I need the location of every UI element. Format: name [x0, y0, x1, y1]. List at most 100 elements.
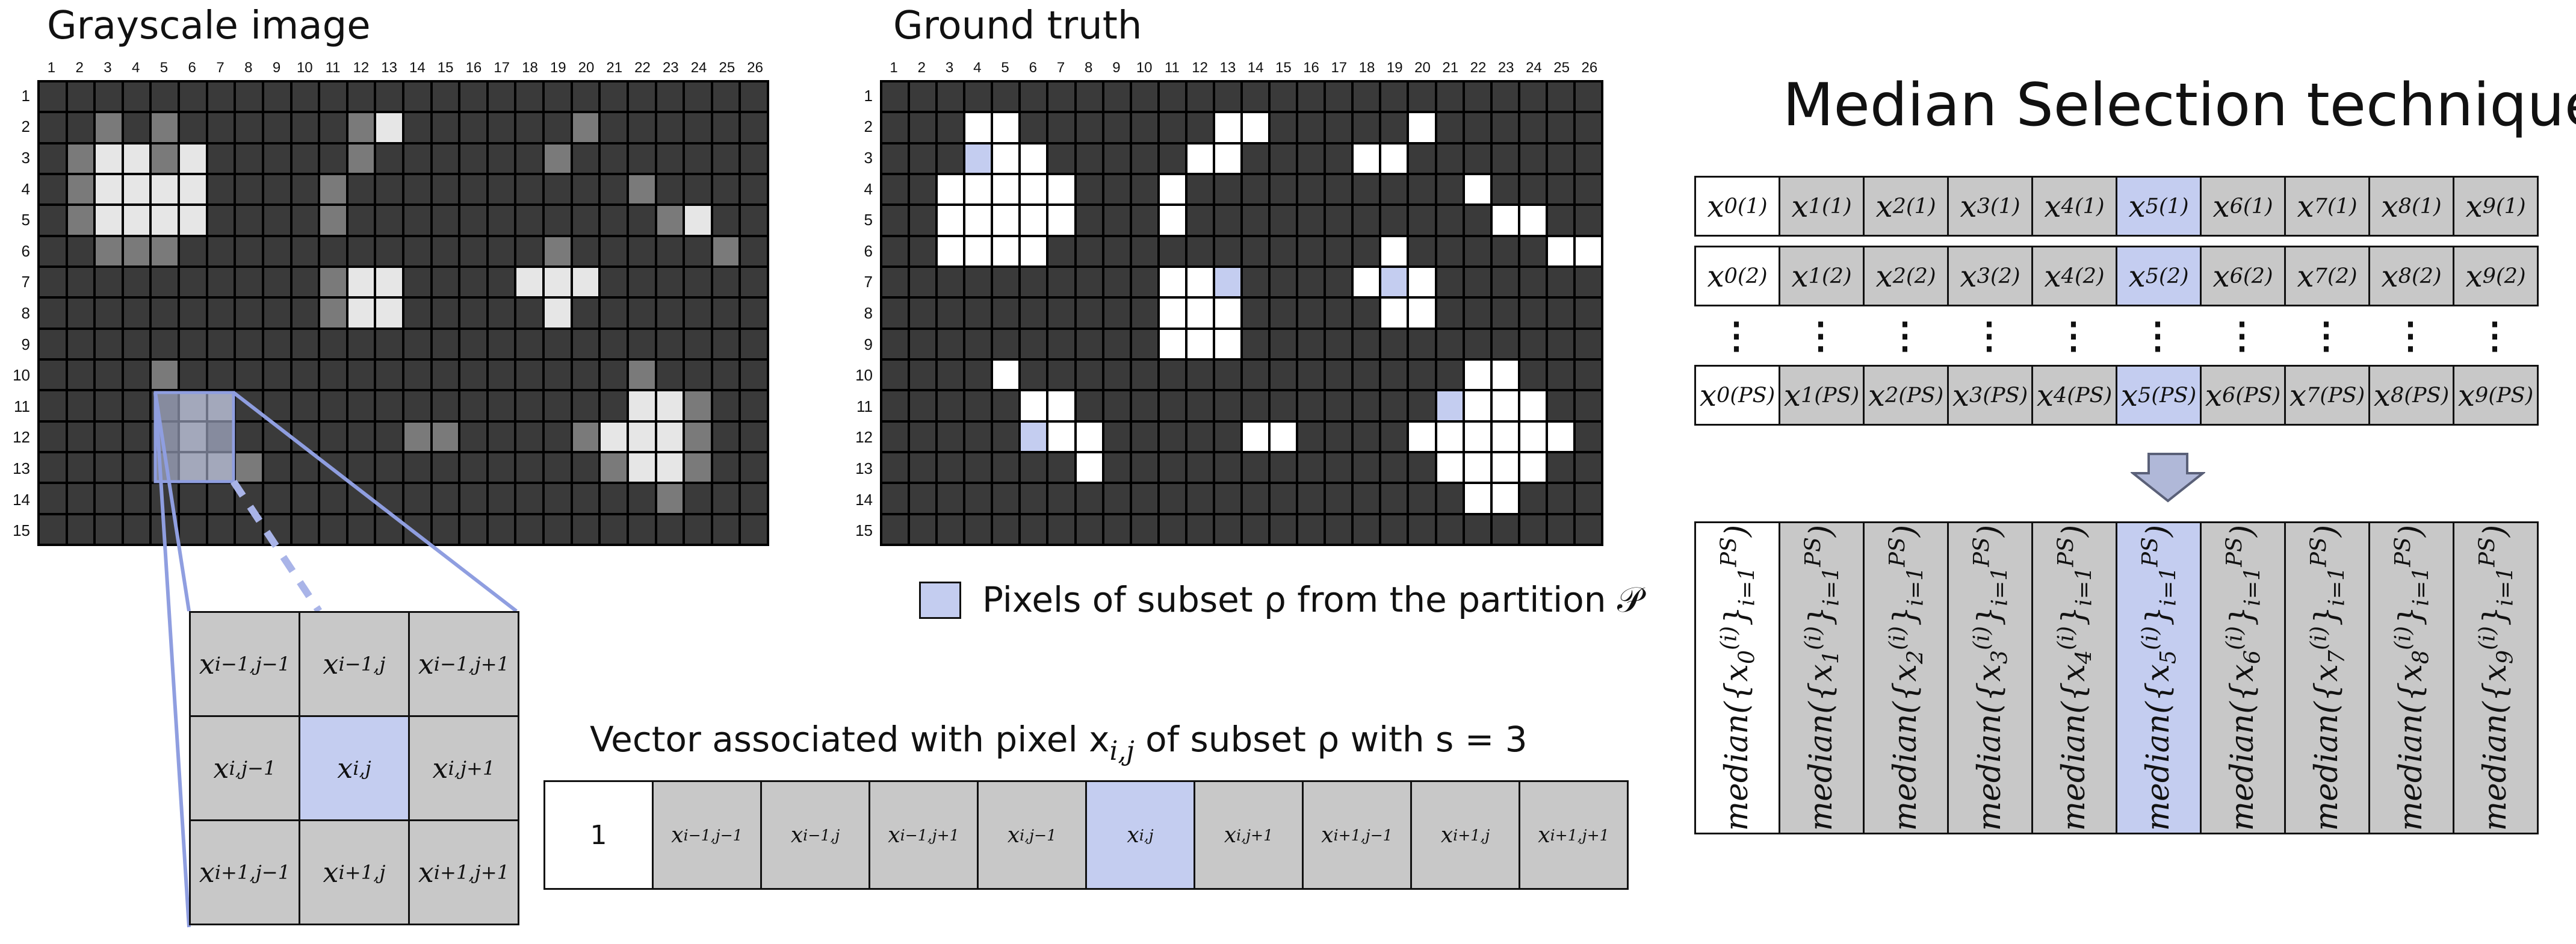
column-label: 4: [973, 60, 982, 76]
grid-cell: [965, 237, 991, 266]
grid-cell: [1520, 144, 1546, 173]
grid-cell: [628, 484, 655, 513]
grid-cell: [1271, 82, 1296, 111]
grid-cell: [1271, 515, 1296, 544]
grid-cell: [685, 484, 711, 513]
grid-cell: [516, 515, 543, 544]
row-label: 11: [14, 397, 30, 415]
grid-cell: [1437, 360, 1463, 390]
grid-cell: [1409, 82, 1435, 111]
grid-cell: [1520, 453, 1546, 482]
grid-cell: [180, 175, 206, 204]
grid-cell: [910, 422, 936, 451]
grid-cell: [1159, 144, 1185, 173]
grid-cell: [208, 175, 234, 204]
grid-cell: [67, 360, 94, 390]
ground-truth-title: Ground truth: [893, 4, 1142, 48]
grid-cell: [1271, 206, 1296, 235]
grid-cell: [993, 175, 1019, 204]
grid-cell: [1271, 267, 1296, 297]
grid-cell: [1159, 360, 1185, 390]
grid-cell: [460, 422, 486, 451]
grid-cell: [67, 422, 94, 451]
grid-cell: [1381, 422, 1407, 451]
grid-cell: [1298, 175, 1324, 204]
grid-cell: [657, 484, 683, 513]
grid-cell: [741, 206, 767, 235]
grid-cell: [516, 237, 543, 266]
grid-cell: [1243, 237, 1269, 266]
grid-cell: [460, 484, 486, 513]
column-label: 2: [917, 60, 926, 76]
grid-cell: [1575, 515, 1601, 544]
median-result-label: median({x9(i)}i=1PS): [2474, 524, 2518, 831]
grid-cell: [1298, 515, 1324, 544]
grid-cell: [1575, 484, 1601, 513]
grid-cell: [67, 144, 94, 173]
grid-cell: [965, 453, 991, 482]
column-label: 25: [1553, 60, 1570, 76]
grid-cell: [292, 267, 318, 297]
grid-cell: [1547, 360, 1573, 390]
grid-cell: [628, 299, 655, 328]
grid-cell: [1381, 175, 1407, 204]
grid-cell: [1076, 113, 1102, 142]
grid-cell: [628, 360, 655, 390]
grid-cell: [376, 82, 402, 111]
grid-cell: [545, 144, 571, 173]
grid-cell: [713, 113, 739, 142]
grid-cell: [40, 484, 66, 513]
grid-cell: [1243, 82, 1269, 111]
grid-cell: [123, 329, 150, 358]
grid-cell: [882, 453, 908, 482]
grid-cell: [40, 175, 66, 204]
grid-cell: [1492, 82, 1518, 111]
grid-cell: [40, 237, 66, 266]
grid-cell: [96, 329, 122, 358]
grid-cell: [938, 329, 964, 358]
grid-cell: [404, 237, 430, 266]
row-label: 12: [13, 428, 30, 447]
vertical-ellipsis: ⋮: [2308, 315, 2344, 356]
grid-cell: [180, 360, 206, 390]
row-label: 12: [855, 428, 873, 447]
grid-cell: [938, 175, 964, 204]
grid-cell: [376, 237, 402, 266]
grid-cell: [1021, 422, 1047, 451]
grid-cell: [1243, 391, 1269, 420]
grid-cell: [152, 206, 178, 235]
grid-cell: [40, 206, 66, 235]
grid-cell: [123, 360, 150, 390]
grid-cell: [460, 237, 486, 266]
grid-cell: [292, 175, 318, 204]
grid-cell: [1437, 515, 1463, 544]
grid-cell: [292, 206, 318, 235]
grid-cell: [96, 175, 122, 204]
grid-cell: [657, 422, 683, 451]
grid-cell: [208, 206, 234, 235]
row-label: 3: [864, 149, 873, 167]
grid-cell: [741, 391, 767, 420]
column-label: 12: [353, 60, 370, 76]
grid-cell: [292, 515, 318, 544]
vertical-ellipsis: ⋮: [1971, 315, 2007, 356]
grid-cell: [1132, 144, 1157, 173]
grid-cell: [432, 484, 459, 513]
grid-cell: [292, 237, 318, 266]
grid-cell: [488, 206, 515, 235]
grid-cell: [208, 237, 234, 266]
grid-cell: [488, 329, 515, 358]
grid-cell: [236, 267, 262, 297]
grid-cell: [40, 299, 66, 328]
median-result-label: median({x8(i)}i=1PS): [2389, 524, 2433, 831]
grid-cell: [1132, 515, 1157, 544]
grid-cell: [1048, 237, 1074, 266]
grid-cell: [404, 422, 430, 451]
grid-cell: [741, 515, 767, 544]
